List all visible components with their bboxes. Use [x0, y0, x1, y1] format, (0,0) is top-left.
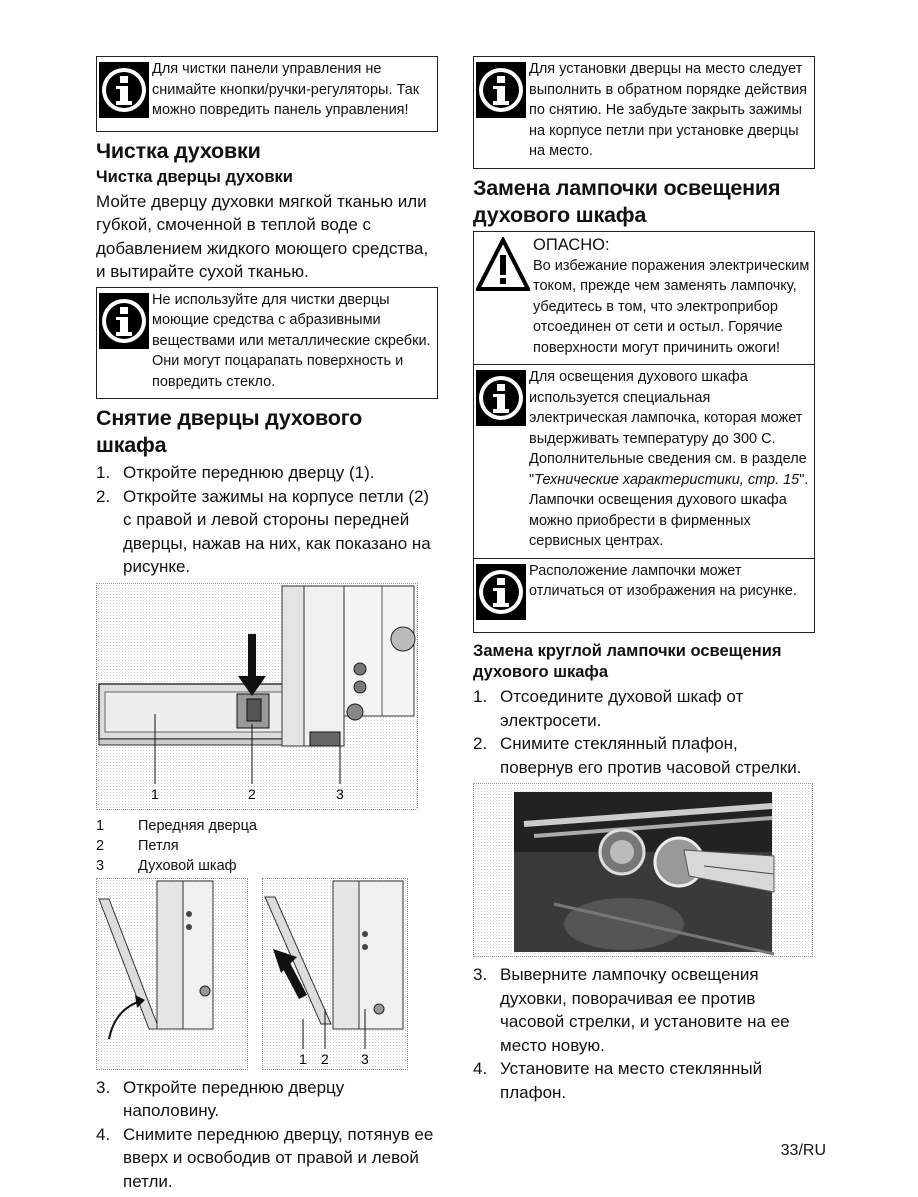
note-text: Для освещения духового шкафа используетс…	[529, 369, 809, 549]
right-column: Для установки дверцы на место следует вы…	[473, 56, 815, 1108]
list-item: 4.Снимите переднюю дверцу, потянув ее вв…	[96, 1124, 434, 1191]
warning-title: ОПАСНО:	[533, 235, 610, 254]
figure-door-removal: 1 2 3	[262, 877, 408, 1070]
list-item: 2.Снимите стеклянный плафон, повернув ег…	[473, 734, 802, 777]
info-note-door-install: Для установки дверцы на место следует вы…	[473, 56, 815, 169]
figure-hinge-clip: 1 2 3	[96, 582, 418, 810]
removal-steps-1: 1.Откройте переднюю дверцу (1). 2.Открой…	[96, 461, 438, 579]
heading-door-removal: Снятие дверцы духового шкафа	[96, 406, 363, 457]
info-note-lamp-location: Расположение лампочки может отличаться о…	[473, 558, 815, 633]
fig1-label-1: 1	[151, 786, 159, 802]
lamp-steps-1: 1.Отсоедините духовой шкаф от электросет…	[473, 685, 815, 779]
list-item: 1.Откройте переднюю дверцу (1).	[96, 463, 375, 482]
info-note-control-panel: Для чистки панели управления не снимайте…	[96, 56, 438, 132]
info-icon	[99, 62, 149, 125]
lamp-steps-2: 3.Выверните лампочку освещения духовки, …	[473, 963, 815, 1104]
fig3-label-2: 2	[321, 1051, 329, 1067]
note-text: Расположение лампочки может отличаться о…	[529, 562, 797, 600]
info-note-special-lamp: Для освещения духового шкафа используетс…	[473, 365, 815, 559]
note-text: Во избежание поражения электрическим ток…	[533, 257, 810, 356]
heading-oven-cleaning: Чистка духовки	[96, 138, 261, 163]
warning-triangle-icon	[474, 235, 532, 300]
fig1-label-3: 3	[336, 786, 344, 802]
list-item: 3.Откройте переднюю дверцу наполовину.	[96, 1077, 345, 1121]
figure-door-half-open	[96, 877, 248, 1070]
list-item: 1.Отсоедините духовой шкаф от электросет…	[473, 687, 744, 730]
fig3-label-1: 1	[299, 1051, 307, 1067]
info-note-abrasives: Не используйте для чистки дверцы моющие …	[96, 286, 438, 399]
figure-lamp-cover	[473, 783, 813, 957]
fig3-label-3: 3	[361, 1051, 369, 1067]
removal-steps-2: 3.Откройте переднюю дверцу наполовину. 4…	[96, 1076, 438, 1194]
list-item: 3.Выверните лампочку освещения духовки, …	[473, 965, 790, 1055]
paragraph-door-cleaning: Мойте дверцу духовки мягкой тканью или г…	[96, 191, 429, 282]
warning-note-danger: ОПАСНО: Во избежание поражения электриче…	[473, 230, 815, 365]
info-icon	[476, 62, 526, 125]
note-text: Для установки дверцы на место следует вы…	[529, 61, 808, 159]
subheading-round-lamp: Замена круглой лампочки освещения духово…	[473, 642, 782, 681]
figures-door-open: 1 2 3	[96, 877, 438, 1070]
subheading-door-cleaning: Чистка дверцы духовки	[96, 167, 293, 186]
spec-reference: Технические характеристики, стр. 15	[534, 471, 800, 488]
fig1-label-2: 2	[248, 786, 256, 802]
info-icon	[476, 563, 526, 627]
info-icon	[476, 370, 526, 433]
info-icon	[99, 292, 149, 356]
list-item: 2.Откройте зажимы на корпусе петли (2) с…	[96, 486, 431, 577]
note-text: Для чистки панели управления не снимайте…	[152, 61, 420, 118]
heading-lamp-replacement: Замена лампочки освещения духового шкафа	[473, 175, 781, 227]
note-text: Не используйте для чистки дверцы моющие …	[152, 291, 431, 390]
list-item: 4.Установите на место стеклянный плафон.	[473, 1059, 763, 1102]
left-column: Для чистки панели управления не снимайте…	[96, 56, 438, 1197]
page-number: 33/RU	[780, 1142, 826, 1159]
